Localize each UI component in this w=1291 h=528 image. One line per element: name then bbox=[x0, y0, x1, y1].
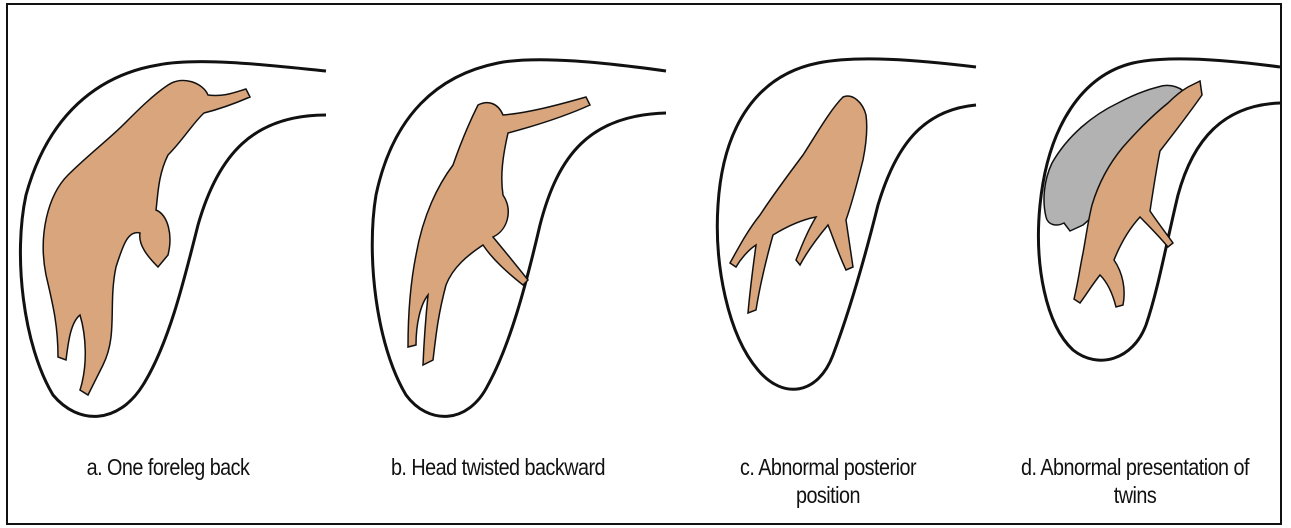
caption-d-line-1: d. Abnormal presentation of bbox=[1009, 453, 1262, 481]
calf-one-foreleg-back bbox=[43, 80, 250, 395]
caption-c: c. Abnormal posterior position bbox=[690, 453, 965, 509]
caption-d-line-2: twins bbox=[1009, 481, 1262, 509]
calf-abnormal-posterior bbox=[730, 96, 867, 313]
panel-d: d. Abnormal presentation of twins bbox=[988, 5, 1282, 527]
caption-b: b. Head twisted backward bbox=[352, 453, 644, 481]
caption-c-line-1: c. Abnormal posterior bbox=[690, 453, 965, 481]
caption-a: a. One foreleg back bbox=[30, 453, 305, 481]
caption-a-line-1: a. One foreleg back bbox=[30, 453, 305, 481]
uterus-diagram-b bbox=[328, 5, 668, 445]
calf-head-twisted-backward bbox=[408, 97, 590, 365]
panel-c: c. Abnormal posterior position bbox=[668, 5, 988, 527]
caption-c-line-2: position bbox=[690, 481, 965, 509]
panel-a: a. One foreleg back bbox=[8, 5, 328, 527]
uterus-diagram-c bbox=[668, 5, 988, 445]
caption-b-line-1: b. Head twisted backward bbox=[352, 453, 644, 481]
panel-b: b. Head twisted backward bbox=[328, 5, 668, 527]
caption-d: d. Abnormal presentation of twins bbox=[1009, 453, 1262, 509]
figure-frame: a. One foreleg back b. Head twisted back… bbox=[6, 3, 1282, 525]
uterus-diagram-a bbox=[8, 5, 328, 445]
uterus-diagram-d bbox=[988, 5, 1282, 445]
